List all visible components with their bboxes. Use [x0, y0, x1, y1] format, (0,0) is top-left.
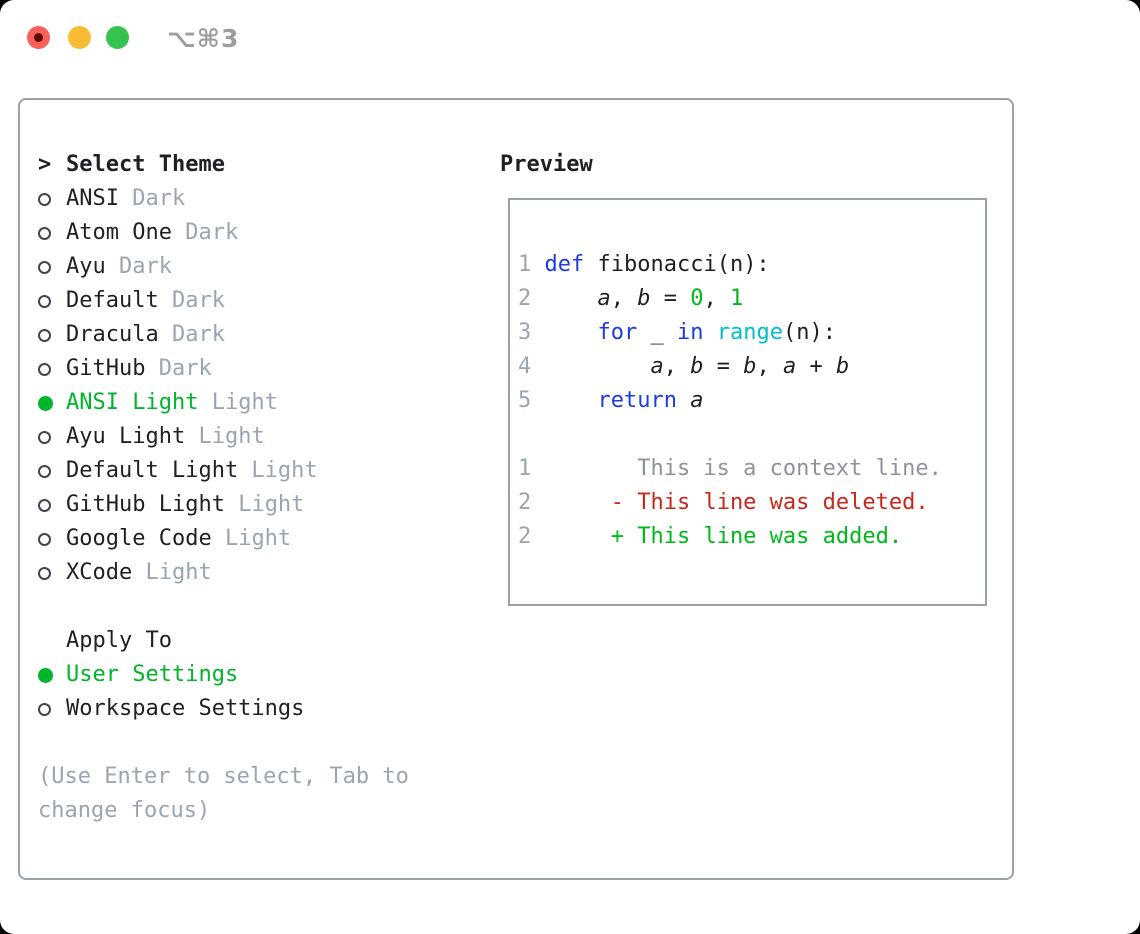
- code-line: 1 def fibonacci(n):: [518, 252, 770, 277]
- theme-option-atom-one[interactable]: Atom One Dark: [38, 216, 409, 250]
- radio-selected-icon: [38, 667, 66, 683]
- code-line: 2 a, b = 0, 1: [518, 286, 744, 311]
- hint-line-2: change focus): [38, 798, 211, 823]
- minimize-button[interactable]: [68, 26, 91, 49]
- option-variant-label: Dark: [158, 288, 225, 313]
- option-variant-label: Dark: [105, 254, 172, 279]
- apply-to-title: Apply To: [66, 628, 172, 653]
- prompt-caret-icon: >: [38, 152, 52, 177]
- radio-selected-icon: [38, 395, 66, 411]
- radio-unselected-icon: [38, 192, 66, 206]
- option-label: ANSI: [66, 186, 119, 211]
- theme-option-ansi[interactable]: ANSI Dark: [38, 182, 409, 216]
- select-theme-header: > Select Theme: [38, 148, 409, 182]
- code-line: 5 return a: [518, 388, 704, 413]
- select-theme-title: Select Theme: [66, 152, 225, 177]
- hint-text: (Use Enter to select, Tab to change focu…: [38, 760, 409, 828]
- code-line: 3 for _ in range(n):: [518, 320, 836, 345]
- preview-box: 1 def fibonacci(n): 2 a, b = 0, 1 3 for _ …: [508, 198, 987, 606]
- theme-option-xcode[interactable]: XCode Light: [38, 556, 409, 590]
- option-label: User Settings: [66, 662, 239, 687]
- option-variant-label: Dark: [145, 356, 212, 381]
- option-variant-label: Dark: [171, 220, 239, 245]
- radio-unselected-icon: [38, 566, 66, 580]
- option-label: Atom One: [66, 220, 172, 245]
- hint-line-1: (Use Enter to select, Tab to: [38, 764, 409, 789]
- apply-option-workspace-settings[interactable]: Workspace Settings: [38, 692, 409, 726]
- radio-unselected-icon: [38, 430, 66, 444]
- preview-heading: Preview: [500, 152, 593, 177]
- radio-unselected-icon: [38, 226, 66, 240]
- option-label: Workspace Settings: [66, 696, 305, 721]
- theme-option-ansi-light[interactable]: ANSI Light Light: [38, 386, 409, 420]
- radio-unselected-icon: [38, 362, 66, 376]
- option-variant-label: Light: [185, 424, 265, 449]
- option-label: Google Code: [66, 526, 212, 551]
- code-line: 4 a, b = b, a + b: [518, 354, 850, 379]
- code-line: 2 - This line was deleted.: [518, 490, 929, 515]
- close-button[interactable]: [27, 26, 50, 49]
- spacer: [38, 726, 409, 760]
- theme-option-github-light[interactable]: GitHub Light Light: [38, 488, 409, 522]
- apply-to-header: Apply To: [38, 624, 409, 658]
- option-variant-label: Light: [238, 458, 318, 483]
- option-label: Ayu Light: [66, 424, 186, 449]
- code-blank-line: [518, 418, 985, 452]
- theme-option-ayu-light[interactable]: Ayu Light Light: [38, 420, 409, 454]
- code-line: 1 This is a context line.: [518, 456, 942, 481]
- radio-unselected-icon: [38, 532, 66, 546]
- theme-option-google-code[interactable]: Google Code Light: [38, 522, 409, 556]
- theme-option-dracula[interactable]: Dracula Dark: [38, 318, 409, 352]
- unsaved-dot-icon: [34, 33, 43, 42]
- option-label: GitHub: [66, 356, 146, 381]
- radio-unselected-icon: [38, 294, 66, 308]
- spacer: [38, 590, 409, 624]
- option-label: Default Light: [66, 458, 239, 483]
- radio-unselected-icon: [38, 328, 66, 342]
- option-variant-label: Dark: [118, 186, 186, 211]
- preview-column: Preview 1 def fibonacci(n): 2 a, b = 0, 1…: [500, 148, 987, 606]
- option-label: Ayu: [66, 254, 106, 279]
- radio-unselected-icon: [38, 260, 66, 274]
- theme-option-default[interactable]: Default Dark: [38, 284, 409, 318]
- radio-unselected-icon: [38, 702, 66, 716]
- titlebar: ⌥⌘3: [0, 0, 1140, 98]
- radio-unselected-icon: [38, 498, 66, 512]
- option-variant-label: Light: [198, 390, 278, 415]
- theme-option-github[interactable]: GitHub Dark: [38, 352, 409, 386]
- code-preview: 1 def fibonacci(n): 2 a, b = 0, 1 3 for _ …: [510, 200, 985, 554]
- option-label: XCode: [66, 560, 133, 585]
- theme-option-default-light[interactable]: Default Light Light: [38, 454, 409, 488]
- option-label: ANSI Light: [66, 390, 199, 415]
- option-label: GitHub Light: [66, 492, 225, 517]
- option-label: Default: [66, 288, 159, 313]
- theme-option-ayu[interactable]: Ayu Dark: [38, 250, 409, 284]
- option-variant-label: Light: [224, 492, 305, 517]
- option-variant-label: Light: [132, 560, 212, 585]
- window-title: ⌥⌘3: [167, 24, 240, 53]
- radio-unselected-icon: [38, 464, 66, 478]
- option-variant-label: Dark: [158, 322, 225, 347]
- option-label: Dracula: [66, 322, 159, 347]
- apply-option-user-settings[interactable]: User Settings: [38, 658, 409, 692]
- zoom-button[interactable]: [106, 26, 129, 49]
- code-line: 2 + This line was added.: [518, 524, 903, 549]
- option-variant-label: Light: [211, 526, 292, 551]
